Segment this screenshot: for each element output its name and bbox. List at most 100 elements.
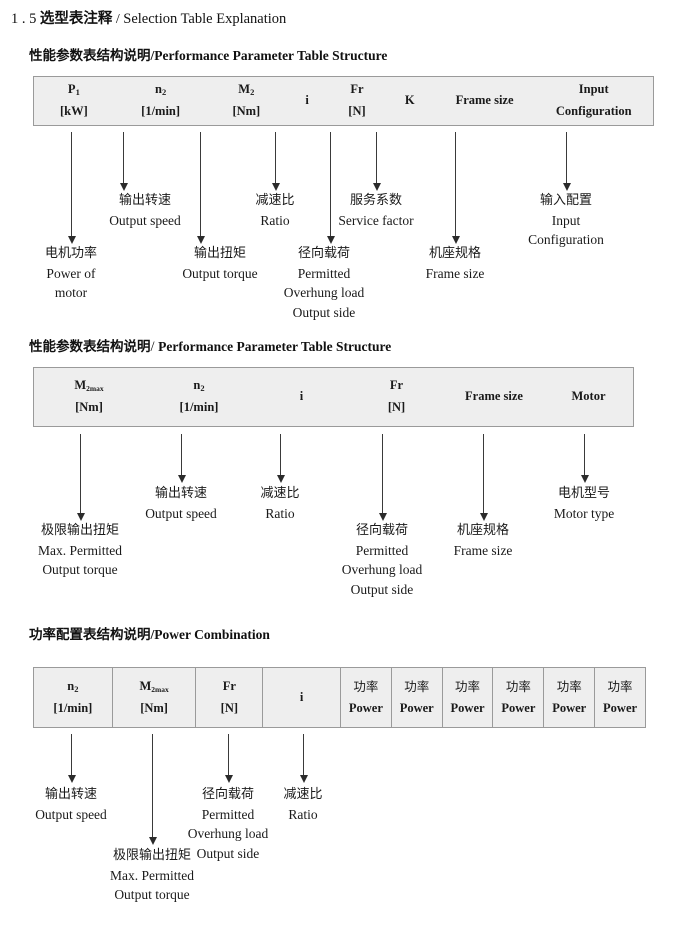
arrow-to-frame-size — [451, 132, 460, 244]
section-1-heading-en: Performance Parameter Table Structure — [154, 48, 388, 63]
table1-col-m2: M2 [Nm] — [207, 77, 285, 125]
section-3-heading: 功率配置表结构说明/Power Combination — [29, 623, 270, 644]
table3-col-fr-unit: [N] — [220, 700, 239, 715]
arrow-to-overhung-load-2 — [378, 434, 387, 521]
table1-col-fr-unit: [N] — [348, 104, 366, 118]
arrow-to-power-of-motor — [67, 132, 76, 244]
note-ratio: 减速比 Ratio — [255, 193, 295, 228]
table2-col-motor: Motor — [544, 368, 633, 426]
table2-col-m2max-sym: M — [74, 378, 87, 393]
arrow-to-overhung-load — [326, 132, 335, 244]
section-2-heading-cn: 性能参数表结构说明 — [29, 339, 151, 355]
table3-col-n2-sym: n — [67, 678, 75, 693]
note-frame-size: 机座规格 Frame size — [425, 246, 485, 281]
arrow-to-input-configuration — [562, 132, 571, 191]
table1-col-input-config: Input Configuration — [534, 77, 653, 125]
table2-col-n2: n2 [1/min] — [144, 368, 254, 426]
table2-col-frame-size: Frame size — [444, 368, 544, 426]
note-overhung-load-3: 径向载荷 Permitted Overhung load Output side — [187, 787, 269, 861]
table2-col-fr: Fr [N] — [349, 368, 444, 426]
performance-parameter-table-2: M2max [Nm] n2 [1/min] i Fr [N] Frame siz… — [33, 367, 634, 427]
table3-col-power-2: 功率 Power — [390, 668, 442, 727]
table3-col-power-5: 功率 Power — [543, 668, 594, 727]
table2-col-m2max-sub: 2max — [86, 384, 104, 394]
note-output-speed-2: 输出转速 Output speed — [145, 486, 217, 521]
page-title-cn: 选型表注释 — [39, 11, 113, 27]
table1-col-m2-sym: M — [238, 82, 251, 97]
note-ratio-2: 减速比 Ratio — [260, 486, 300, 521]
table1-col-i-sym: i — [305, 93, 309, 108]
table1-col-n2: n2 [1/min] — [114, 77, 208, 125]
arrow-to-ratio-3 — [299, 734, 308, 783]
section-2-heading-en: Performance Parameter Table Structure — [158, 339, 392, 354]
table1-col-p1: P1 [kW] — [34, 77, 114, 125]
table3-col-m2max-unit: [Nm] — [140, 700, 168, 715]
power-combination-table: n2 [1/min] M2max [Nm] Fr [N] i 功率 Power … — [33, 667, 646, 728]
note-power-of-motor: 电机功率 Power of motor — [44, 246, 98, 301]
arrow-to-service-factor — [372, 132, 381, 191]
table3-col-n2-unit: [1/min] — [53, 700, 93, 715]
table3-col-m2max-sub: 2max — [151, 684, 169, 694]
page-title-en: Selection Table Explanation — [123, 11, 287, 27]
arrow-to-overhung-load-3 — [224, 734, 233, 783]
table3-col-fr: Fr [N] — [195, 668, 262, 727]
table2-col-frame-size-sym: Frame size — [465, 389, 523, 404]
table2-col-fr-sym: Fr — [389, 378, 404, 393]
note-ratio-3: 减速比 Ratio — [283, 787, 323, 822]
table2-col-m2max: M2max [Nm] — [34, 368, 144, 426]
note-frame-size-2: 机座规格 Frame size — [453, 523, 513, 558]
arrow-to-ratio-2 — [276, 434, 285, 483]
note-overhung-load-2: 径向载荷 Permitted Overhung load Output side — [341, 523, 423, 597]
table3-col-n2-sub: 2 — [74, 683, 79, 694]
table1-col-frame-size: Frame size — [435, 77, 535, 125]
section-1-heading-cn: 性能参数表结构说明 — [29, 48, 151, 64]
note-output-torque: 输出扭矩 Output torque — [182, 246, 258, 281]
table1-col-p1-sub: 1 — [75, 87, 80, 98]
table1-col-p1-unit: [kW] — [59, 104, 88, 118]
page-title: 1 . 5 选型表注释 / Selection Table Explanatio… — [11, 7, 286, 28]
table3-col-i-sym: i — [299, 689, 304, 704]
arrow-to-ratio — [271, 132, 280, 191]
section-2-heading: 性能参数表结构说明/ Performance Parameter Table S… — [29, 335, 391, 356]
table1-col-frame-size-sym: Frame size — [455, 93, 514, 108]
table2-col-n2-sym: n — [193, 378, 201, 393]
table3-col-power-1: 功率 Power — [339, 668, 391, 727]
table3-col-m2max-sym: M — [139, 678, 152, 693]
table1-col-m2-sub: 2 — [250, 87, 255, 98]
section-3-heading-cn: 功率配置表结构说明 — [29, 627, 151, 643]
arrow-to-max-permitted-output-torque — [76, 434, 85, 521]
note-output-speed-3: 输出转速 Output speed — [35, 787, 107, 822]
table2-col-i-sym: i — [299, 389, 304, 404]
arrow-to-output-speed-2 — [177, 434, 186, 483]
table1-col-n2-unit: [1/min] — [141, 104, 181, 118]
arrow-to-output-speed — [119, 132, 128, 191]
arrow-to-frame-size-2 — [479, 434, 488, 521]
table3-col-power-4: 功率 Power — [492, 668, 543, 727]
table3-col-power-6: 功率 Power — [594, 668, 645, 727]
note-output-speed: 输出转速 Output speed — [109, 193, 181, 228]
section-1-heading-sep: / — [150, 48, 155, 63]
table2-col-fr-unit: [N] — [387, 400, 406, 414]
section-2-heading-sep: / — [150, 339, 155, 355]
table3-col-i: i — [262, 668, 340, 727]
note-overhung-load: 径向载荷 Permitted Overhung load Output side — [283, 246, 365, 320]
section-1-heading: 性能参数表结构说明/Performance Parameter Table St… — [29, 44, 387, 65]
table2-col-n2-sub: 2 — [200, 383, 205, 394]
table1-col-fr-sym: Fr — [350, 82, 364, 97]
table1-col-input-config-l1: Input — [578, 82, 609, 97]
table1-col-n2-sym: n — [155, 82, 162, 97]
table1-col-i: i — [285, 77, 329, 125]
arrow-to-max-permitted-output-torque-3 — [148, 734, 157, 845]
arrow-to-motor-type — [580, 434, 589, 483]
table2-col-i: i — [254, 368, 349, 426]
section-number: 1 . 5 — [11, 11, 37, 27]
note-max-permitted-output-torque-3: 极限输出扭矩 Max. Permitted Output torque — [110, 848, 194, 903]
section-3-heading-sep: / — [150, 627, 155, 642]
table2-col-motor-sym: Motor — [571, 389, 606, 404]
table1-col-k-sym: K — [404, 93, 415, 108]
table1-col-k: K — [385, 77, 435, 125]
title-separator: / — [115, 12, 120, 27]
table1-col-n2-sub: 2 — [161, 87, 167, 98]
section-3-heading-en: Power Combination — [154, 627, 270, 642]
